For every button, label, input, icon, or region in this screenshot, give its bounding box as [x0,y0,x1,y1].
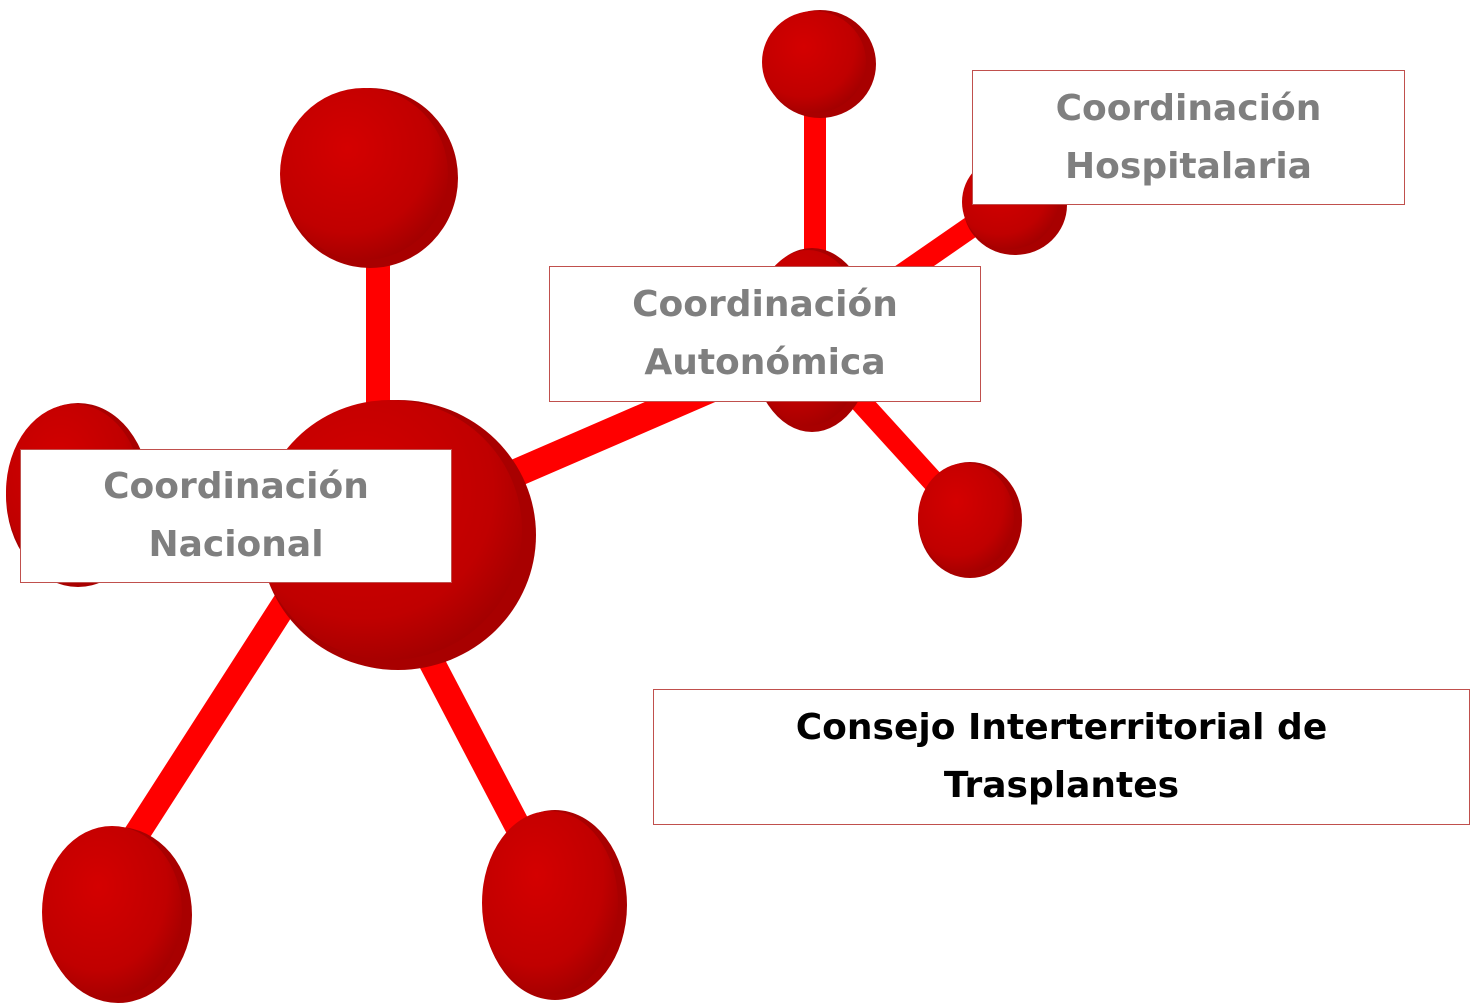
label-autonomica-line1: Coordinación [632,284,898,325]
label-nacional-line1: Coordinación [103,466,369,507]
label-consejo-line2: Trasplantes [943,765,1180,806]
label-coordinacion-autonomica: Coordinación Autonómica [549,266,981,402]
connector-center-bottomleft [109,572,311,868]
label-autonomica-line2: Autonómica [644,342,886,383]
label-coordinacion-hospitalaria: Coordinación Hospitalaria [972,70,1405,205]
label-nacional-line2: Nacional [148,524,324,565]
label-coordinacion-nacional: Coordinación Nacional [20,449,452,583]
label-consejo-interterritorial: Consejo Interterritorial de Trasplantes [653,689,1470,825]
label-hospitalaria-line2: Hospitalaria [1065,145,1312,187]
connector-center-bottomright [408,633,542,857]
label-consejo-line1: Consejo Interterritorial de [795,707,1328,748]
label-hospitalaria-line1: Coordinación [1055,87,1322,129]
